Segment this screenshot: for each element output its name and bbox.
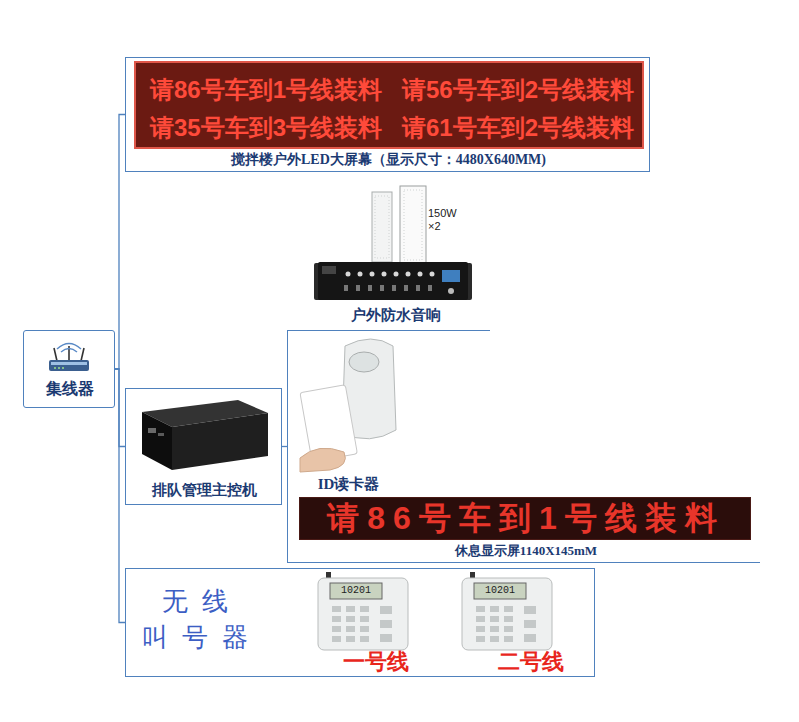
wireless-caller — [318, 572, 408, 650]
caption: 搅拌楼户外LED大屏幕（显示尺寸：4480X640MM) — [126, 151, 651, 169]
caption: 休息显示屏1140X145mM — [300, 543, 752, 559]
column-speakers — [372, 186, 426, 264]
router-icon — [49, 344, 89, 372]
led-screen: 请86号车到1号线装料请56号车到2号线装料请35号车到3号线装料请61号车到2… — [134, 61, 644, 149]
card-reader: ID读卡器 — [301, 335, 396, 495]
node-title: 排队管理主控机 — [126, 481, 283, 500]
wireless-caller — [462, 572, 552, 650]
card-reader — [300, 339, 396, 472]
line-label: 一号线 — [326, 651, 426, 673]
controller-box: 排队管理主控机 — [125, 388, 282, 505]
controller-device — [142, 400, 268, 470]
led-message: 请86号车到1号线装料 — [300, 498, 752, 539]
connector-line — [115, 369, 125, 623]
connector-line — [115, 115, 125, 370]
connector-line — [115, 369, 125, 447]
power-rating: 150W ×2 — [428, 207, 462, 232]
lcd-reading: 10201 — [332, 585, 380, 597]
led-message: 请56号车到2号线装料 — [398, 75, 638, 105]
line-label: 二号线 — [481, 651, 581, 673]
amplifier — [314, 262, 472, 300]
led-message: 请35号车到3号线装料 — [146, 113, 386, 143]
led-message: 请86号车到1号线装料 — [146, 75, 386, 105]
group-top-border — [287, 330, 490, 331]
lcd-reading: 10201 — [476, 585, 524, 597]
panel-title: 无线 叫号器 — [134, 583, 269, 656]
caller-panel: 无线 叫号器一号线 二号线 — [125, 568, 595, 677]
hub-box: 集线器 — [23, 330, 115, 408]
caption: ID读卡器 — [301, 475, 396, 494]
caption: 户外防水音响 — [301, 306, 491, 325]
device-panel: 搅拌楼户外LED大屏幕（显示尺寸：4480X640MM) 请86号车到1号线装料请… — [125, 57, 650, 172]
led-message: 请61号车到2号线装料 — [398, 113, 638, 143]
rest-display: 请86号车到1号线装料休息显示屏1140X145mM — [299, 497, 751, 540]
device-group: 户外防水音响ID读卡器请86号车到1号线装料休息显示屏1140X145mM — [287, 330, 760, 563]
node-title: 集线器 — [24, 379, 116, 399]
